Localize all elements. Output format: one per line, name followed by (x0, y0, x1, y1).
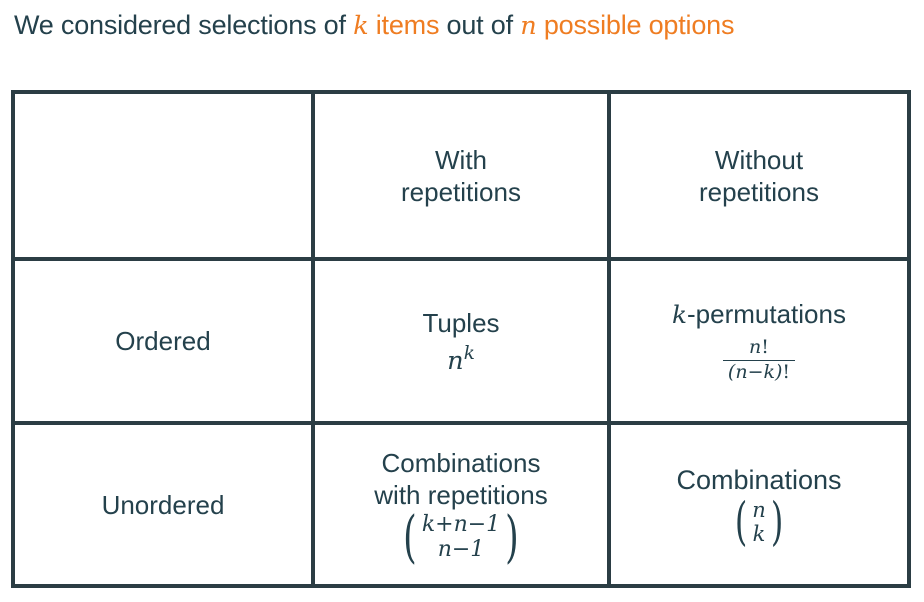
binomial-top: k+n−1 (421, 511, 501, 537)
tuples-base: n (447, 346, 464, 377)
cell-unordered-with-repetitions: Combinations with repetitions ( k+n−1 n−… (311, 421, 607, 584)
binomial-stack: n k (751, 497, 767, 546)
column-header-without-repetitions: Without repetitions (607, 94, 907, 257)
binomial-right-paren: ) (770, 492, 784, 553)
title-variable-n: n (520, 11, 537, 41)
binomial-left-paren: ( (403, 504, 417, 570)
tuples-label: Tuples (422, 308, 500, 339)
cell-ordered-without-repetitions: k-permutations n! (n−k)! (607, 257, 907, 421)
tuples-exponent: k (463, 343, 475, 365)
table-corner-cell (15, 94, 311, 257)
title-variable-k: k (353, 11, 369, 41)
denominator-expression: (n−k) (727, 361, 783, 383)
combinations-with-repetitions-formula: ( k+n−1 n−1 ) (399, 504, 523, 570)
combinations-formula: ( n k ) (731, 492, 787, 553)
binomial-bottom: n−1 (437, 536, 485, 562)
cell-ordered-with-repetitions: Tuples nk (311, 257, 607, 421)
with-repetitions-label: With repetitions (401, 144, 521, 207)
title-text-options: possible options (536, 10, 735, 40)
k-permutations-variable: k (672, 300, 687, 330)
title-text-outof: out of (439, 10, 521, 40)
combinations-label: Combinations (676, 464, 842, 495)
row-header-unordered: Unordered (15, 421, 311, 584)
k-permutations-formula: n! (n−k)! (722, 336, 796, 384)
numerator-factorial-symbol: ! (761, 336, 769, 359)
binomial-left-paren: ( (734, 492, 748, 553)
unordered-label: Unordered (101, 489, 225, 520)
k-permutations-text: -permutations (687, 299, 846, 330)
binomial-bottom: k (752, 521, 766, 546)
binomial-top: n (752, 497, 766, 522)
k-permutations-denominator: (n−k)! (722, 360, 796, 384)
column-header-with-repetitions: With repetitions (311, 94, 607, 257)
denominator-factorial-symbol: ! (782, 361, 791, 383)
binomial-right-paren: ) (505, 504, 519, 570)
cell-unordered-without-repetitions: Combinations ( n k ) (607, 421, 907, 584)
combinations-with-repetitions-label: Combinations with repetitions (374, 447, 548, 510)
ordered-label: Ordered (115, 326, 211, 356)
binomial-stack: k+n−1 n−1 (421, 511, 501, 562)
numerator-variable: n (749, 336, 762, 359)
combinatorics-table: With repetitions Without repetitions Ord… (11, 90, 911, 588)
k-permutations-numerator: n! (744, 336, 774, 360)
row-header-ordered: Ordered (15, 257, 311, 421)
title-text-items: items (368, 10, 440, 40)
without-repetitions-label: Without repetitions (699, 144, 819, 207)
tuples-formula: nk (447, 344, 475, 377)
title-text-part1: We considered selections of (14, 10, 354, 40)
page-title: We considered selections of k items out … (14, 8, 914, 43)
k-permutations-label: k-permutations (672, 298, 846, 331)
